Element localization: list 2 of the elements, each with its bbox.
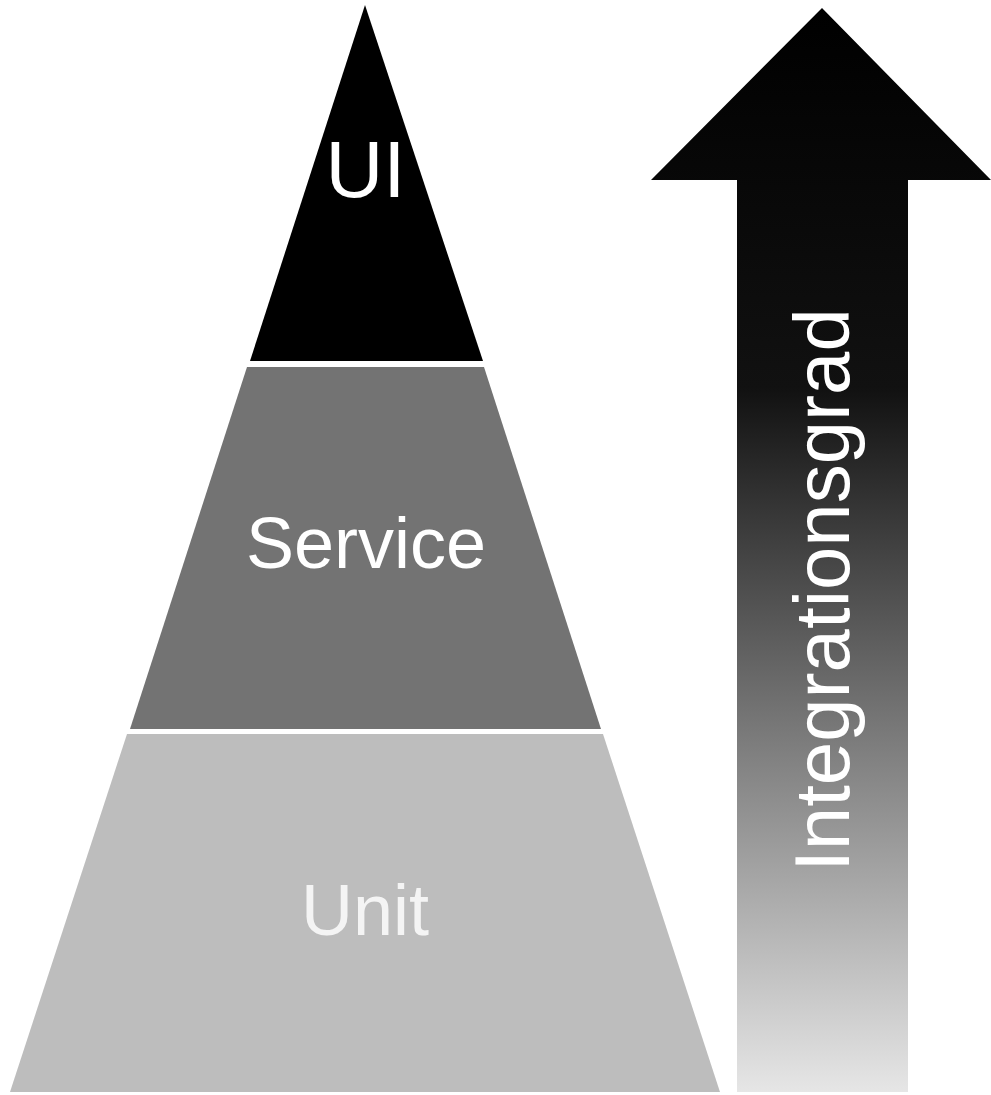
layer-label: Service xyxy=(245,503,487,583)
layer-label: UI xyxy=(325,125,406,214)
